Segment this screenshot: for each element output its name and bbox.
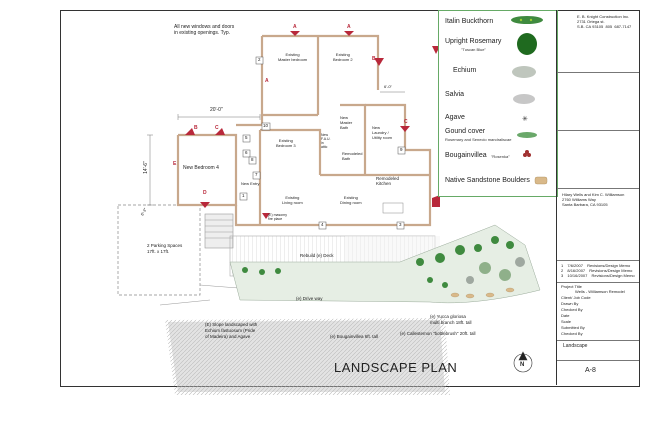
marker-letter-c: C — [404, 119, 408, 125]
svg-text:✳: ✳ — [522, 115, 528, 123]
red-markers — [185, 31, 440, 219]
marker-letter-b: B — [372, 56, 376, 62]
dimension-20-0: 20'-0" — [210, 107, 223, 113]
marker-number-10: 10 — [263, 123, 269, 128]
legend-sub-upright-rosemary: "Tuscan Blue" — [461, 47, 486, 52]
revision-date: 8/16/2007 — [567, 268, 586, 273]
site-label-yucca: (e) Yucca gloriosa multi branch 18ft. ta… — [430, 314, 472, 325]
marker-letter-e: E — [173, 161, 177, 167]
marker-letter-d: D — [203, 190, 207, 196]
field-submitted-by: Submitted By — [561, 325, 585, 330]
revision-1: 1 7/6/2007 Revisions/Design Memo — [561, 264, 630, 268]
site-label-parking: 2 Parking Spaces 17ft. x 17ft. — [147, 243, 183, 254]
legend-symbols: ✳ — [511, 16, 548, 185]
sheet-title: Landscape — [563, 343, 588, 349]
entry-stairs — [204, 213, 234, 249]
plan-title: LANDSCAPE PLAN — [334, 360, 458, 375]
marker-number-2: 2 — [258, 57, 261, 62]
slope-area — [165, 318, 450, 395]
door-number-boxes — [239, 56, 406, 230]
room-label-rebuild-deck: Rebuild (e) Deck — [300, 253, 334, 258]
revision-desc: Revisions/Design Memo — [591, 273, 635, 278]
marker-number-4: 4 — [321, 222, 324, 227]
room-label-existing-bedroom-3: Existing Bedroom 3 — [276, 138, 296, 148]
field-checked-by: Checked By — [561, 307, 583, 312]
room-label-existing-dining-room: Existing Dining room — [340, 195, 362, 205]
client-info: Hilary Wells and Kim C. Williamson 2760 … — [562, 192, 625, 207]
plant-symbols — [242, 236, 525, 288]
north-arrow — [513, 351, 533, 373]
marker-letter-a: A — [347, 24, 351, 30]
title-block: E. B. Knight Construction Inc. 2731 Orte… — [556, 10, 639, 385]
boulders — [450, 287, 515, 299]
room-label-new-bedroom-4: New Bedroom 4 — [183, 165, 219, 171]
marker-number-6: 6 — [245, 150, 248, 155]
marker-letter-a: A — [293, 24, 297, 30]
marker-number-3: 3 — [399, 222, 402, 227]
dimension-14-6: 14'-6" — [142, 161, 149, 174]
field-project-title: Project Title — [561, 284, 582, 289]
legend-label-salvia: Salvia — [445, 91, 465, 98]
legend-label-agave: Agave — [445, 114, 465, 121]
legend-label-upright-rosemary: Upright Rosemary — [445, 38, 502, 45]
room-label-remodeled-kitchen: Remodeled Kitchen — [376, 176, 400, 186]
marker-number-1: 1 — [242, 193, 245, 198]
revision-date: 10/16/2007 — [567, 273, 588, 278]
dimension-6-0: 6'-0" — [384, 84, 392, 89]
marker-number-8: 8 — [251, 157, 254, 162]
legend-label-echium: Echium — [453, 67, 477, 74]
marker-letter-a: A — [265, 78, 269, 84]
parking-area — [117, 204, 201, 296]
field-client-job-code: Client/ Job Code — [561, 295, 591, 300]
revision-date: 7/6/2007 — [567, 263, 583, 268]
revision-num: 3 — [561, 273, 564, 278]
marker-number-5: 5 — [245, 135, 248, 140]
room-label-existing-bedroom-2: Existing Bedroom 2 — [333, 52, 353, 62]
firm-info: E. B. Knight Construction Inc. 2731 Orte… — [577, 14, 632, 29]
revision-desc: Revisions/Design Memo — [587, 263, 631, 268]
room-label-existing-master-bedroom: Existing Master bedroom — [278, 52, 308, 62]
room-label-new-laundry: New Laundry / Utility room — [372, 125, 393, 140]
legend-label-gound-cover: Gound cover — [445, 128, 486, 135]
marker-number-7: 7 — [255, 172, 258, 177]
room-label-new-fau: New F.A.U. in attic — [321, 133, 331, 149]
plant-legend: Italin Buckthorn ✳ Upright Rosemary "Tus… — [438, 10, 558, 197]
room-label-remodeled-bath: Remodeled Bath — [342, 151, 363, 161]
site-label-callestemon: (e) Callestemon "bottlebrush" 20ft. tall — [400, 331, 476, 336]
marker-letter-b: B — [194, 125, 198, 131]
sheet-number: A-8 — [585, 367, 596, 374]
marker-letter-c: C — [434, 198, 438, 204]
planting-strip — [229, 224, 541, 304]
legend-label-native-sandstone-boulders: Native Sandstone Boulders — [445, 177, 530, 184]
revision-3: 3 10/16/2007 Revisions/Design Memo — [561, 274, 635, 278]
field-checked-by-2: Checked By — [561, 331, 583, 336]
marker-number-9: 9 — [400, 147, 403, 152]
revision-2: 2 8/16/2007 Revisions/Design Memo — [561, 269, 632, 273]
revision-desc: Revisions/Design Memo — [589, 268, 633, 273]
room-label-existing-living-room: Existing Living room — [282, 195, 303, 205]
field-drawn-by: Drawn By — [561, 301, 579, 306]
site-label-slope: (E) Slope landscaped with Echium fastuos… — [205, 322, 258, 339]
legend-label-italin-buckthorn: Italin Buckthorn — [445, 18, 494, 25]
field-scale: Scale — [561, 319, 572, 324]
dining-table — [382, 202, 404, 214]
general-note: All new windows and doors in existing op… — [174, 24, 235, 36]
room-label-new-master-bath: New Master Bath — [340, 115, 353, 130]
marker-letter-c: C — [215, 125, 219, 131]
field-project-name: Wells - Williamson Remodel — [575, 289, 625, 294]
legend-label-bougainvillea: Bougainvillea — [445, 152, 487, 159]
site-label-bougainvillea: (e) Bougainvillea 6ft. tall — [330, 334, 379, 339]
legend-sub-gound-cover: Rosemary and Senecio mandraliscae — [445, 137, 512, 142]
room-label-masonry-fireplace: (E) masonry fire place — [268, 213, 288, 221]
field-date: Date — [561, 313, 570, 318]
room-label-new-entry: New Entry — [241, 181, 260, 186]
dimension-lines — [147, 91, 405, 206]
legend-sub-bougainvillea: "Rosenka" — [491, 154, 510, 159]
site-label-driveway: (e) Drive way — [296, 296, 323, 301]
north-label: N — [520, 362, 525, 368]
